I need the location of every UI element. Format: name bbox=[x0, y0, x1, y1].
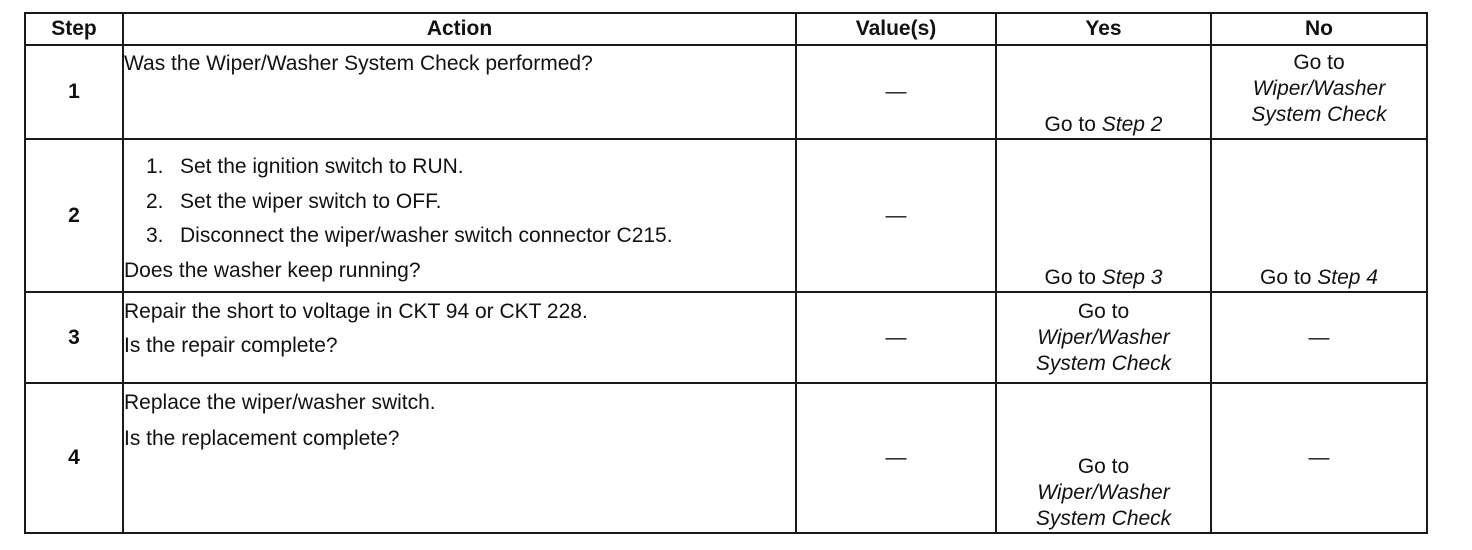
list-number: 1. bbox=[146, 155, 164, 178]
action-cell: Was the Wiper/Washer System Check perfor… bbox=[122, 44, 797, 140]
list-text: Disconnect the wiper/washer switch conne… bbox=[180, 224, 673, 247]
yes-ref-line1: Wiper/Washer bbox=[1037, 481, 1170, 504]
header-yes: Yes bbox=[995, 12, 1212, 46]
header-action: Action bbox=[122, 12, 797, 46]
yes-ref-line1: Wiper/Washer bbox=[1037, 325, 1170, 349]
yes-cell: Go to Step 3 bbox=[995, 138, 1212, 293]
no-cell: Go to Wiper/Washer System Check bbox=[1210, 44, 1428, 140]
step-number: 1 bbox=[24, 44, 124, 140]
value-cell: — bbox=[795, 138, 997, 293]
list-number: 3. bbox=[146, 224, 164, 247]
step-number: 4 bbox=[24, 382, 124, 534]
yes-cell: Go to Wiper/Washer System Check bbox=[995, 291, 1212, 384]
table-row: 3 Repair the short to voltage in CKT 94 … bbox=[24, 291, 1428, 384]
header-values: Value(s) bbox=[795, 12, 997, 46]
yes-prefix: Go to bbox=[1077, 299, 1130, 323]
value-cell: — bbox=[795, 291, 997, 384]
value-cell: — bbox=[795, 44, 997, 140]
diagnostic-table: Step Action Value(s) Yes No 1 Was the Wi… bbox=[24, 12, 1428, 534]
action-text: Is the replacement complete? bbox=[124, 427, 400, 450]
yes-ref: Step 2 bbox=[1101, 113, 1163, 136]
yes-cell: Go to Wiper/Washer System Check bbox=[995, 382, 1212, 534]
table-header-row: Step Action Value(s) Yes No bbox=[24, 12, 1428, 46]
value-cell: — bbox=[795, 382, 997, 534]
step-number: 3 bbox=[24, 291, 124, 384]
header-step: Step bbox=[24, 12, 124, 46]
yes-prefix: Go to bbox=[1044, 113, 1096, 136]
table-row: 4 Replace the wiper/washer switch. Is th… bbox=[24, 382, 1428, 534]
header-no: No bbox=[1210, 12, 1428, 46]
action-text: Is the repair complete? bbox=[124, 334, 338, 357]
table-row: 1 Was the Wiper/Washer System Check perf… bbox=[24, 44, 1428, 140]
action-text: Was the Wiper/Washer System Check perfor… bbox=[124, 52, 593, 75]
no-prefix: Go to bbox=[1260, 266, 1312, 289]
yes-cell: Go to Step 2 bbox=[995, 44, 1212, 140]
step-number: 2 bbox=[24, 138, 124, 293]
yes-prefix: Go to bbox=[1077, 455, 1130, 478]
no-cell: Go to Step 4 bbox=[1210, 138, 1428, 293]
no-ref-line2: System Check bbox=[1251, 103, 1387, 126]
no-prefix: Go to bbox=[1293, 51, 1345, 74]
action-cell: Repair the short to voltage in CKT 94 or… bbox=[122, 291, 797, 384]
list-number: 2. bbox=[146, 189, 164, 213]
list-text: Set the wiper switch to OFF. bbox=[180, 189, 442, 213]
yes-ref-line2: System Check bbox=[1035, 351, 1172, 375]
list-item: 2. Set the wiper switch to OFF. bbox=[124, 185, 795, 220]
action-text: Repair the short to voltage in CKT 94 or… bbox=[124, 300, 588, 323]
list-text: Set the ignition switch to RUN. bbox=[180, 155, 464, 178]
no-ref-line1: Wiper/Washer bbox=[1252, 77, 1386, 100]
yes-ref-line2: System Check bbox=[1035, 507, 1172, 530]
question-text: Does the washer keep running? bbox=[124, 258, 421, 282]
no-cell: — bbox=[1210, 291, 1428, 384]
action-cell: Replace the wiper/washer switch. Is the … bbox=[122, 382, 797, 534]
table-row: 2 1. Set the ignition switch to RUN. 2. Se… bbox=[24, 138, 1428, 293]
action-text: Replace the wiper/washer switch. bbox=[124, 391, 436, 414]
no-ref: Step 4 bbox=[1317, 266, 1378, 289]
list-item: 3. Disconnect the wiper/washer switch con… bbox=[124, 219, 795, 254]
action-cell: 1. Set the ignition switch to RUN. 2. Set … bbox=[122, 138, 797, 293]
yes-prefix: Go to bbox=[1044, 266, 1096, 289]
yes-ref: Step 3 bbox=[1101, 266, 1163, 289]
no-cell: — bbox=[1210, 382, 1428, 534]
list-item: 1. Set the ignition switch to RUN. bbox=[124, 150, 795, 185]
